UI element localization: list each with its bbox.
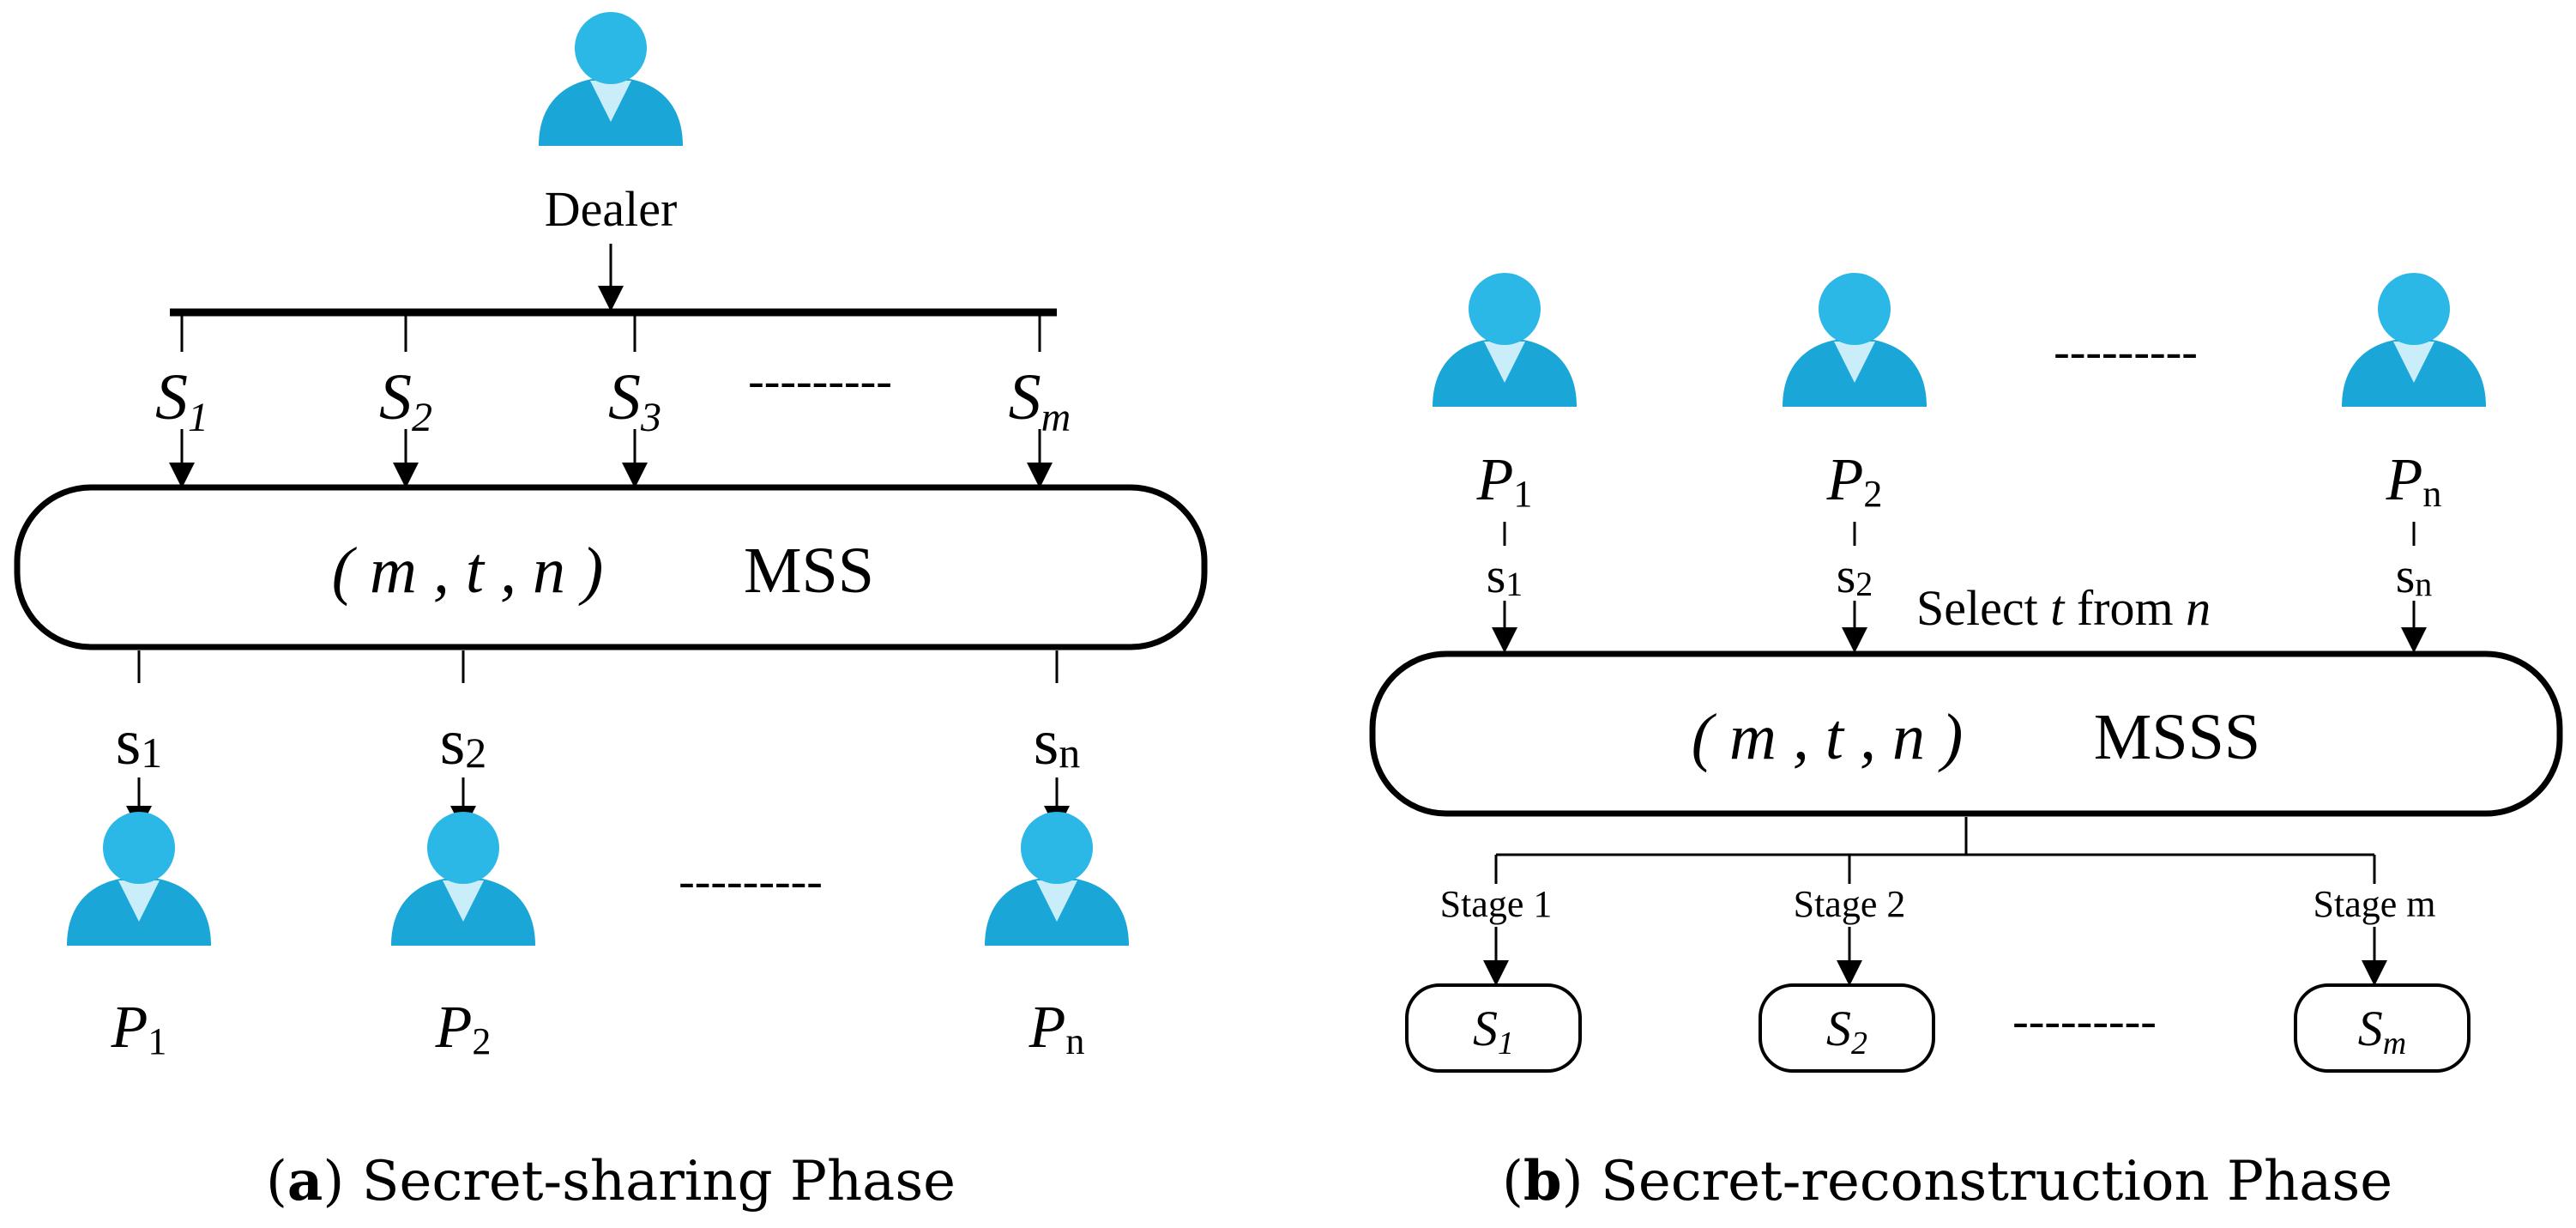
participant-list: P1 P2 --------- Pn <box>1433 273 2486 515</box>
person-icon <box>391 812 535 946</box>
person-icon <box>1783 273 1927 407</box>
person-icon <box>2342 273 2486 407</box>
participant-label: Pn <box>1029 995 1085 1062</box>
share-label: s2 <box>1837 547 1873 603</box>
person-icon <box>985 812 1129 946</box>
share-label: sn <box>1034 706 1081 778</box>
recovered-secret: S2 <box>1759 983 1935 1073</box>
share-list: s1 s2 sn <box>1487 522 2433 653</box>
share-label: s1 <box>116 706 163 778</box>
sharing-caption: (a) Secret-sharing Phase <box>266 1149 956 1213</box>
dealer-label: Dealer <box>545 181 678 237</box>
person-icon <box>1433 273 1577 407</box>
reconstruction-caption: (b) Secret-reconstruction Phase <box>1502 1149 2392 1213</box>
participant: P1 <box>1433 273 1577 515</box>
participant-ellipsis: --------- <box>679 855 823 908</box>
participant-label: P2 <box>1826 447 1883 515</box>
recovered-secret: S1 <box>1405 983 1582 1073</box>
select-t-from-n-label: Select t from n <box>1916 580 2211 636</box>
mss-box-name: MSS <box>744 535 874 607</box>
participant-label: P1 <box>111 995 167 1062</box>
secret-label: S3 <box>608 361 661 440</box>
share-label: s1 <box>1487 547 1523 603</box>
share-list: s1 s2 sn <box>116 650 1081 832</box>
share-label: sn <box>2396 547 2433 603</box>
share-label: s2 <box>440 706 487 778</box>
stage-label: Stage 1 <box>1440 883 1553 925</box>
participant-label: P1 <box>1476 447 1533 515</box>
secret-ellipsis: --------- <box>748 354 892 408</box>
recovered-secret: Sm <box>2294 983 2470 1073</box>
participant-label: P2 <box>435 995 492 1062</box>
participant-ellipsis: --------- <box>2054 325 2198 378</box>
participant: P1 <box>67 812 211 1062</box>
sharing-phase-panel: Dealer S1 S2 S3 --------- Sm <box>14 12 1208 1213</box>
dealer-person-icon <box>539 12 683 146</box>
recovered-secret-ellipsis: --------- <box>2012 995 2157 1048</box>
recovered-secret-label: S1 <box>1473 1001 1514 1062</box>
secret-label: Sm <box>1009 361 1071 440</box>
recovered-secret-list: S1 S2 --------- Sm <box>1405 983 2470 1073</box>
secret-list: S1 S2 S3 --------- Sm <box>155 316 1071 488</box>
stage-label: Stage 2 <box>1794 883 1906 925</box>
participant: P2 <box>1783 273 1927 515</box>
person-icon <box>67 812 211 946</box>
msss-box: ( m , t , n ) MSSS <box>1369 650 2563 817</box>
mss-box-params: ( m , t , n ) <box>332 535 604 607</box>
participant-label: Pn <box>2386 447 2442 515</box>
participant: Pn <box>985 812 1129 1062</box>
msss-box-name: MSSS <box>2094 701 2260 773</box>
recovered-secret-label: Sm <box>2358 1001 2406 1062</box>
participant: P2 <box>391 812 535 1062</box>
stage-tree: Stage 1 Stage 2 Stage m <box>1440 817 2436 986</box>
mss-box: ( m , t , n ) MSS <box>14 484 1208 650</box>
secret-label: S2 <box>379 361 432 440</box>
secret-label: S1 <box>155 361 208 440</box>
participant: Pn <box>2342 273 2486 515</box>
recovered-secret-label: S2 <box>1826 1001 1867 1062</box>
msss-box-params: ( m , t , n ) <box>1692 701 1964 773</box>
dealer: Dealer <box>539 12 683 237</box>
reconstruction-phase-panel: P1 P2 --------- Pn s1 <box>1369 273 2563 1213</box>
stage-label: Stage m <box>2314 883 2436 925</box>
participant-list: P1 P2 --------- Pn <box>67 812 1129 1062</box>
